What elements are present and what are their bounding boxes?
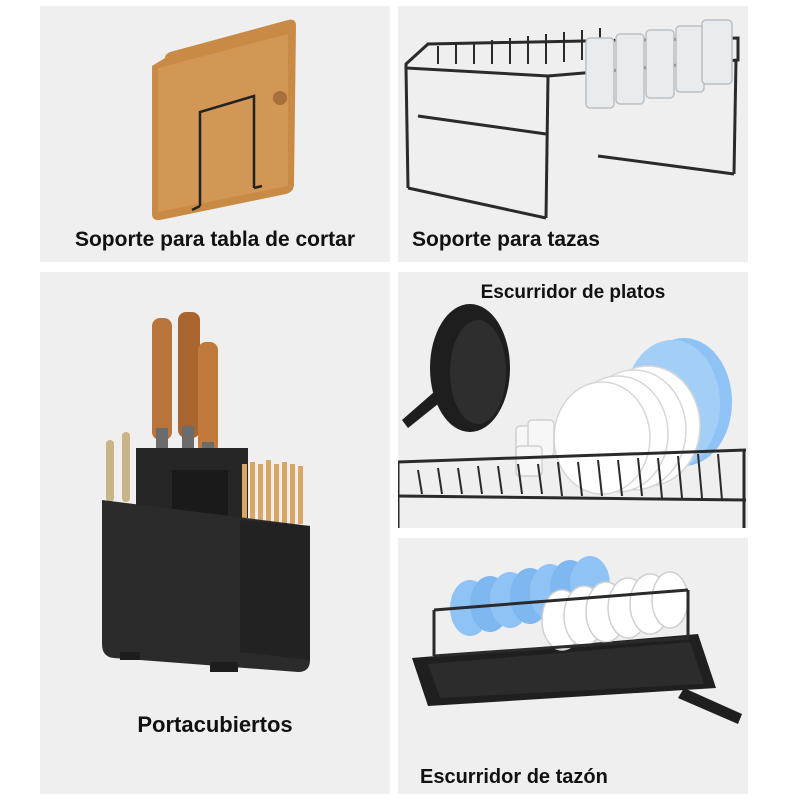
cutting-board-image <box>152 19 296 221</box>
cup-holder-illustration <box>404 19 740 220</box>
caption-bowl-rack: Escurridor de tazón <box>420 766 608 788</box>
bowl-rack-panel: Escurridor de tazón <box>398 538 748 794</box>
cutlery-holder-panel: Portacubiertos <box>40 272 390 794</box>
cutting-board-illustration <box>152 19 296 221</box>
knives-image <box>152 312 218 464</box>
caption-dish-rack: Escurridor de platos <box>480 282 666 303</box>
metal-stand-image <box>191 94 263 212</box>
cup-holder-panel: Soporte para tazas <box>398 6 748 262</box>
holder-box-image <box>102 500 310 672</box>
drainer-tines-image <box>417 453 723 501</box>
caption-cutlery-holder: Portacubiertos <box>137 712 293 737</box>
dish-rack-panel: Escurridor de platos <box>398 272 748 528</box>
bowl-rack-illustration <box>412 556 742 724</box>
knife-block-image <box>136 448 248 518</box>
frying-pan-image <box>402 304 510 432</box>
cutting-board-holder-panel: Soporte para tabla de cortar <box>40 6 390 262</box>
wire-drainer-image <box>398 448 747 528</box>
glass-cups-image <box>585 19 733 109</box>
caption-cup-holder: Soporte para tazas <box>412 228 600 251</box>
wire-rack-image <box>404 36 740 220</box>
white-plates-image <box>553 365 701 495</box>
fork-spoon-image <box>106 432 130 502</box>
cups-image <box>515 419 555 477</box>
drip-tray-image <box>412 634 742 724</box>
cutlery-holder-illustration <box>102 312 310 672</box>
wire-frame-image <box>432 588 690 658</box>
chopsticks-image <box>242 460 303 524</box>
rack-tines-image <box>437 28 601 64</box>
dish-rack-illustration <box>398 304 747 528</box>
caption-cutting-board: Soporte para tabla de cortar <box>74 228 356 251</box>
